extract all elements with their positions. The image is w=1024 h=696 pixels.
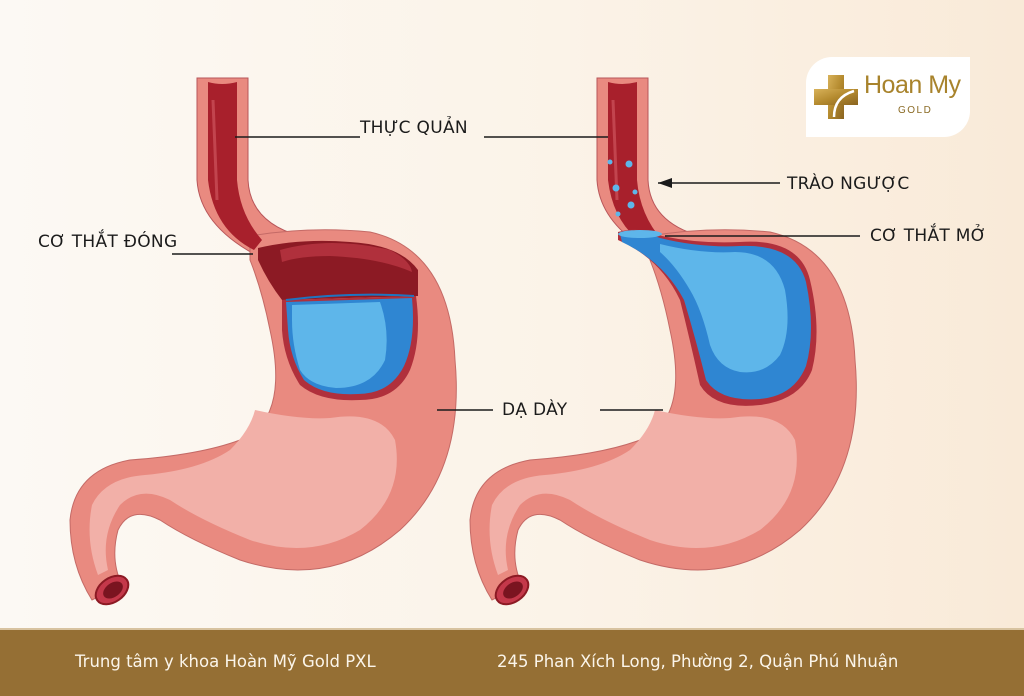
brand-logo: Hoan My GOLD <box>806 57 970 137</box>
footer-divider <box>0 628 1024 630</box>
label-reflux: TRÀO NGƯỢC <box>787 174 910 194</box>
logo-brand-text: Hoan My <box>864 71 961 99</box>
label-stomach: DẠ DÀY <box>502 400 568 420</box>
leader-lines <box>172 136 860 411</box>
stomach-reflux-illustration <box>469 77 857 606</box>
stomach-diagrams <box>69 77 860 606</box>
footer-clinic-name: Trung tâm y khoa Hoàn Mỹ Gold PXL <box>75 652 376 671</box>
arrow-head-icon <box>658 178 672 188</box>
label-open-sphincter: CƠ THẮT MỞ <box>870 226 987 246</box>
stomach-normal-illustration <box>69 77 457 606</box>
footer-bar: Trung tâm y khoa Hoàn Mỹ Gold PXL 245 Ph… <box>0 630 1024 696</box>
diagram-stage: THỰC QUẢN CƠ THẮT ĐÓNG TRÀO NGƯỢC CƠ THẮ… <box>38 57 987 606</box>
gold-cross-icon <box>814 75 858 119</box>
label-esophagus: THỰC QUẢN <box>360 118 468 138</box>
label-closed-sphincter: CƠ THẮT ĐÓNG <box>38 232 178 252</box>
footer-address: 245 Phan Xích Long, Phường 2, Quận Phú N… <box>497 652 899 671</box>
logo-sub-text: GOLD <box>898 105 933 116</box>
